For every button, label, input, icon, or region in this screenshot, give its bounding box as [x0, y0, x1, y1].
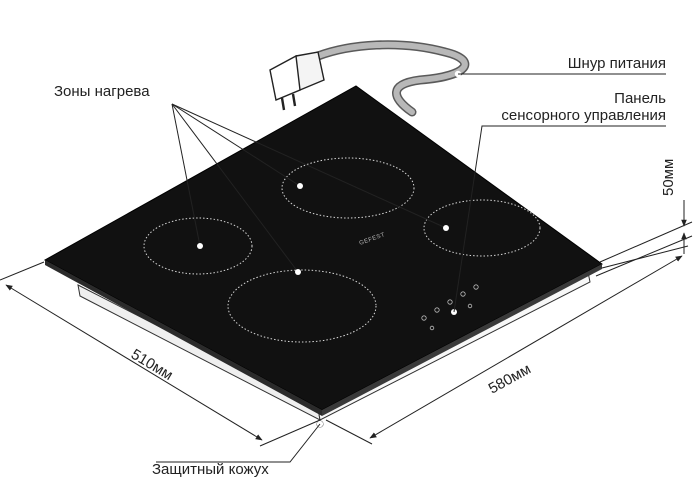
dimension-50 — [595, 200, 693, 277]
heating-zone-left — [143, 217, 253, 275]
power-cord — [313, 40, 470, 117]
power-plug — [269, 51, 325, 111]
control-panel-label-line2: сенсорного управления — [501, 107, 666, 124]
heating-zone-right — [423, 199, 541, 257]
dimension-510 — [0, 261, 321, 447]
control-panel-label-line1: Панель — [614, 90, 666, 107]
callout-leaders — [156, 73, 666, 463]
dimension-580 — [325, 245, 689, 445]
heating-zones-label: Зоны нагрева — [54, 83, 150, 100]
power-cord-label: Шнур питания — [568, 55, 666, 72]
heating-zone-back-left — [281, 157, 415, 219]
dimension-510-label: 510мм — [128, 346, 176, 384]
heating-zones-leaders — [171, 103, 447, 273]
protective-casing-label: Защитный кожух — [152, 461, 269, 478]
dimension-50-label: 50мм — [660, 159, 677, 196]
